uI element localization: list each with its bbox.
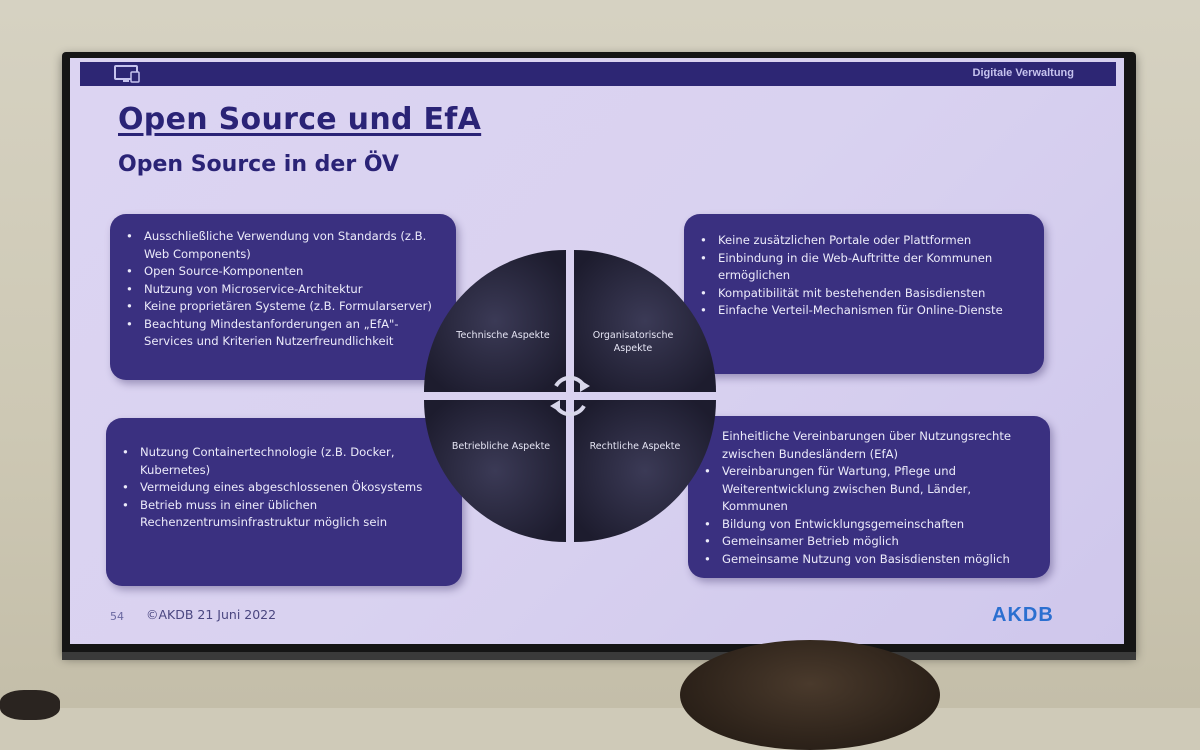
quadrant-bottom-right: [574, 400, 716, 542]
arrow-head: [550, 400, 560, 412]
tv-bottom-edge: [62, 652, 1136, 660]
organizational-aspects-box: Keine zusätzlichen Portale oder Plattfor…: [684, 214, 1044, 374]
audience-head: [680, 640, 940, 750]
slide-page-number: 54: [110, 610, 124, 623]
slide-subtitle: Open Source in der ÖV: [118, 152, 399, 177]
technical-aspects-list: Ausschließliche Verwendung von Standards…: [110, 214, 456, 351]
quadrant-circle: [424, 250, 716, 542]
legal-aspects-list: Einheitliche Vereinbarungen über Nutzung…: [688, 416, 1050, 568]
list-item: Keine zusätzlichen Portale oder Plattfor…: [692, 232, 1034, 250]
list-item: Nutzung Containertechnologie (z.B. Docke…: [114, 444, 452, 479]
slide-title: Open Source und EfA: [118, 102, 482, 137]
presentation-slide: Digitale Verwaltung Open Source und EfA …: [70, 58, 1124, 644]
arrow-head: [580, 380, 590, 392]
list-item: Betrieb muss in einer üblichen Rechenzen…: [114, 497, 452, 532]
slide-footer-copyright: ©AKDB 21 Juni 2022: [146, 607, 277, 622]
cycle-arrows-icon: [554, 375, 586, 417]
akdb-logo: AKDB: [992, 604, 1054, 626]
quadrant-label-organizational: Organisatorische Aspekte: [592, 330, 674, 354]
list-item: Einheitliche Vereinbarungen über Nutzung…: [696, 428, 1040, 463]
list-item: Gemeinsamer Betrieb möglich: [696, 533, 1040, 551]
audience-shoulder: [0, 690, 60, 720]
quadrant-bottom-left: [424, 400, 566, 542]
quadrant-top-right: [574, 250, 716, 392]
list-item: Vermeidung eines abgeschlossenen Ökosyst…: [114, 479, 452, 497]
organizational-aspects-list: Keine zusätzlichen Portale oder Plattfor…: [684, 214, 1044, 320]
list-item: Vereinbarungen für Wartung, Pflege und W…: [696, 463, 1040, 516]
quadrant-top-left: [424, 250, 566, 392]
monitor-icon: [114, 65, 140, 83]
quadrant-label-legal: Rechtliche Aspekte: [589, 441, 681, 452]
list-item: Bildung von Entwicklungsgemeinschaften: [696, 516, 1040, 534]
list-item: Nutzung von Microservice-Architektur: [118, 281, 446, 299]
list-item: Ausschließliche Verwendung von Standards…: [118, 228, 446, 263]
list-item: Open Source-Komponenten: [118, 263, 446, 281]
list-item: Gemeinsame Nutzung von Basisdiensten mög…: [696, 551, 1040, 569]
technical-aspects-box: Ausschließliche Verwendung von Standards…: [110, 214, 456, 380]
quadrant-label-technical: Technische Aspekte: [456, 330, 550, 341]
list-item: Einbindung in die Web-Auftritte der Komm…: [692, 250, 1034, 285]
aspects-quadrant-diagram: Technische Aspekte Organisatorische Aspe…: [420, 246, 720, 546]
operational-aspects-box: Nutzung Containertechnologie (z.B. Docke…: [106, 418, 462, 586]
quadrant-label-operational: Betriebliche Aspekte: [451, 441, 551, 452]
list-item: Beachtung Mindestanforderungen an „EfA"-…: [118, 316, 446, 351]
header-label: Digitale Verwaltung: [972, 67, 1074, 79]
list-item: Einfache Verteil-Mechanismen für Online-…: [692, 302, 1034, 320]
list-item: Kompatibilität mit bestehenden Basisdien…: [692, 285, 1034, 303]
list-item: Keine proprietären Systeme (z.B. Formula…: [118, 298, 446, 316]
slide-header-bar: Digitale Verwaltung: [80, 62, 1116, 86]
legal-aspects-box: Einheitliche Vereinbarungen über Nutzung…: [688, 416, 1050, 578]
operational-aspects-list: Nutzung Containertechnologie (z.B. Docke…: [106, 418, 462, 532]
